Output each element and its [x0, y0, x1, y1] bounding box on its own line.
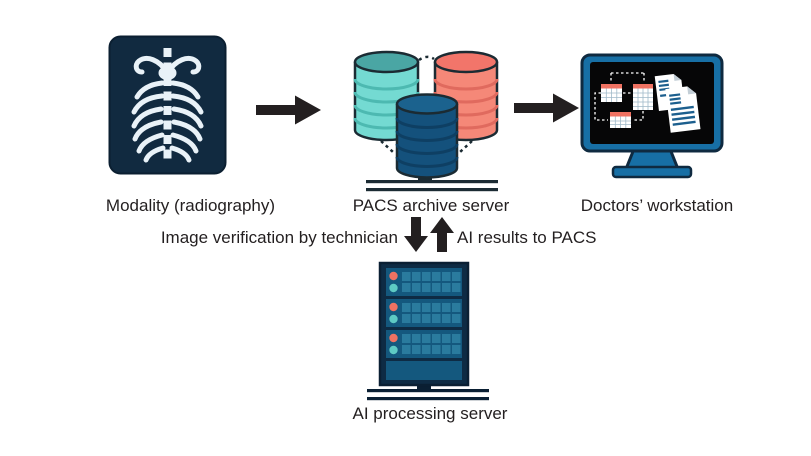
- table-icon: [601, 84, 622, 102]
- ai-server-label: AI processing server: [352, 404, 508, 423]
- rack-unit: [386, 299, 462, 327]
- xray-ribcage-icon: [108, 35, 227, 175]
- rack-unit: [386, 330, 462, 358]
- database-stack-icon: [353, 50, 499, 192]
- arrow-up-icon: [430, 217, 454, 252]
- modality-label: Modality (radiography): [105, 196, 276, 215]
- documents-icon: [654, 73, 701, 133]
- server-blank-panel: [386, 361, 462, 380]
- workstation-label: Doctors’ workstation: [580, 196, 734, 215]
- edge-label-image-verification: Image verification by technician: [160, 228, 398, 247]
- table-icon: [610, 112, 631, 128]
- rack-unit: [386, 268, 462, 296]
- desktop-monitor-icon: [580, 53, 724, 179]
- arrow-right-icon: [256, 95, 321, 125]
- arrow-right-icon: [514, 93, 579, 123]
- arrow-down-icon: [404, 217, 428, 252]
- pacs-label: PACS archive server: [352, 196, 510, 215]
- table-icon: [633, 84, 653, 110]
- edge-label-ai-results: AI results to PACS: [457, 228, 597, 247]
- blue-database-cylinder: [395, 93, 459, 179]
- ribcage-art: [131, 48, 204, 163]
- dashed-connectors: [380, 55, 473, 153]
- base-tab: [417, 382, 431, 392]
- schema-diagram: [594, 72, 653, 128]
- server-tower-icon: [367, 261, 489, 401]
